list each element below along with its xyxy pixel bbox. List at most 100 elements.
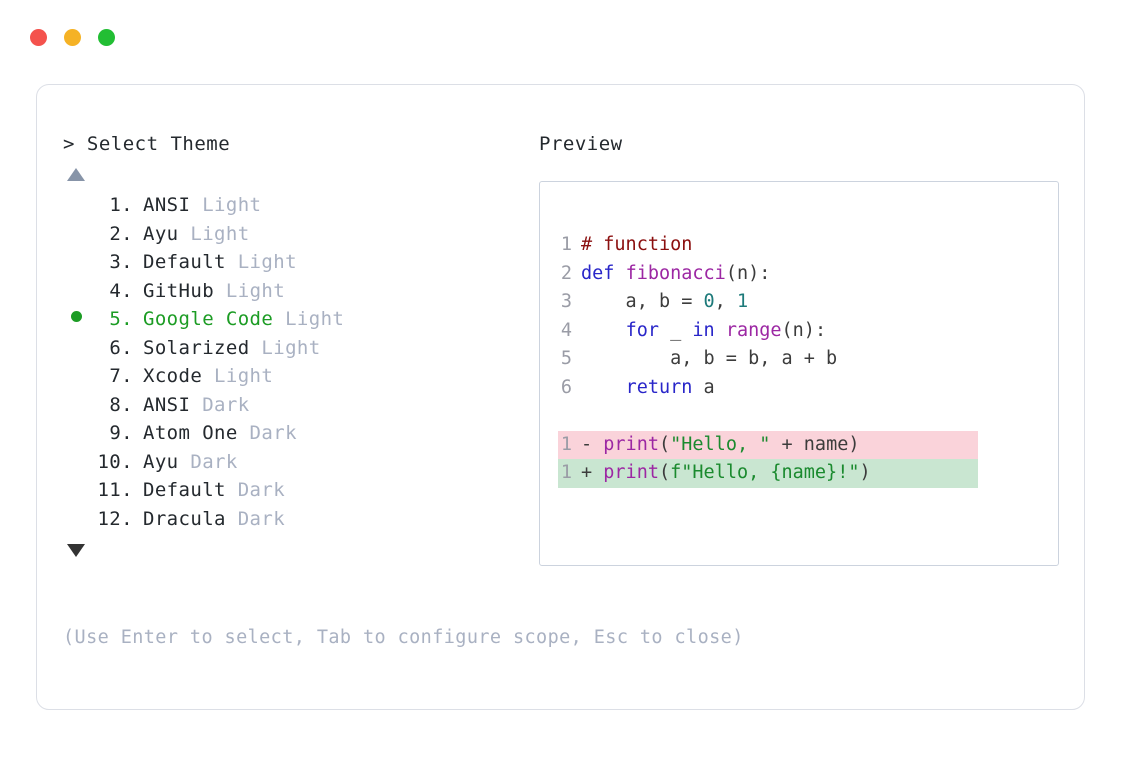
theme-list-item[interactable]: 8. ANSI Dark [63,391,533,420]
code-token-punct: ( [658,433,671,455]
code-spacer [558,402,1058,431]
theme-item-index: 3. [109,251,133,273]
theme-item-index: 5. [109,308,133,330]
scroll-up-arrow-icon[interactable] [67,168,85,181]
theme-item-name: Default [143,251,226,273]
theme-list-item[interactable]: 5.Google Code Light [63,305,533,334]
code-token-punct: (n): [781,319,827,341]
theme-item-variant: Light [178,222,250,245]
code-token-plain: a, b = b, a + b [581,348,838,369]
minimize-window-button[interactable] [64,29,81,46]
code-token-number: 0 [703,291,715,312]
theme-list-item[interactable]: 11.Default Dark [63,476,533,505]
code-token-plain: + name) [770,433,860,455]
theme-list-item[interactable]: 4.GitHub Light [63,277,533,306]
theme-list-item[interactable]: 7. Xcode Light [63,362,533,391]
theme-item-name: Dracula [143,507,226,530]
theme-item-index: 1. [109,194,133,216]
theme-item-variant: Dark [225,507,286,530]
theme-item-index: 10. [97,450,133,473]
theme-list-item[interactable]: 1. ANSI Light [63,191,533,220]
maximize-window-button[interactable] [98,29,115,46]
code-line-number: 1 [560,234,572,255]
code-line: 4 for _ in range(n): [558,317,978,346]
theme-item-index: 8. [109,393,133,416]
theme-item-index: 12. [97,507,133,530]
keyboard-hint: (Use Enter to select, Tab to configure s… [63,627,744,648]
diff-line-number: 1 [560,462,572,483]
code-token-string: f"Hello, {name}!" [670,462,860,483]
code-token-builtin: print [603,433,659,455]
theme-list-item[interactable]: 10. Ayu Dark [63,448,533,477]
code-line-number: 2 [560,262,572,284]
theme-item-variant: Light [202,365,274,387]
code-line-number: 3 [560,291,572,312]
code-token-keyword: for [625,319,659,341]
theme-list-item[interactable]: 12. Dracula Dark [63,505,533,534]
diff-line-removed: 1- print("Hello, " + name) [558,430,978,459]
theme-item-name: Ayu [143,450,179,473]
code-line-number: 6 [560,376,572,398]
theme-item-name: ANSI [143,194,191,216]
code-token-plain: , [714,291,737,312]
diff-line-added: 1 + print(f"Hello, {name}!") [558,459,978,488]
code-token-keyword: return [625,376,693,398]
window-traffic-lights [30,29,115,46]
theme-item-variant: Dark [237,422,297,444]
code-token-builtin: range [725,319,782,341]
code-line: 6 return a [558,374,978,403]
theme-item-index: 6. [109,336,133,359]
code-line: 3 a, b = 0, 1 [558,288,978,317]
theme-item-name: Default [143,479,226,501]
diff-sign: + [581,462,604,483]
theme-item-variant: Dark [178,450,238,473]
theme-item-name: Google Code [143,308,274,330]
theme-item-name: GitHub [143,279,215,302]
code-token-punct: ) [859,462,871,483]
preview-label: Preview [539,133,623,155]
code-token-plain: _ [658,319,693,341]
code-token-plain: a, b = [581,291,704,312]
selected-dot-icon [70,311,82,322]
theme-item-name: Solarized [143,336,250,359]
theme-item-index: 2. [109,222,133,245]
code-token-builtin: print [603,462,659,483]
code-line-number: 5 [560,348,572,369]
diff-sign: - [581,433,604,455]
diff-line-number: 1 [560,433,572,455]
theme-item-name: Ayu [143,222,179,245]
code-token-punct: (n): [725,262,771,284]
theme-list-item[interactable]: 9. Atom One Dark [63,419,533,448]
selection-bullet-slot [63,311,89,325]
scroll-down-arrow-icon[interactable] [67,544,85,557]
theme-item-variant: Light [225,251,297,273]
theme-list-item[interactable]: 6. Solarized Light [63,334,533,363]
code-token-plain [581,317,626,346]
code-line: 1# function [558,231,978,260]
close-window-button[interactable] [30,29,47,46]
theme-item-index: 7. [109,365,133,387]
code-token-func: fibonacci [625,262,726,284]
theme-item-variant: Dark [190,393,250,416]
theme-item-index: 9. [109,422,133,444]
theme-item-name: ANSI [143,393,191,416]
theme-item-index: 11. [97,479,133,501]
theme-item-name: Atom One [143,422,238,444]
theme-item-variant: Light [249,336,321,359]
code-token-number: 1 [736,291,749,312]
code-line-number: 4 [560,319,572,341]
theme-list-item[interactable]: 2. Ayu Light [63,220,533,249]
code-token-punct: ( [658,462,671,483]
code-token-plain [715,317,726,346]
theme-item-name: Xcode [143,365,203,387]
theme-list-item[interactable]: 3. Default Light [63,248,533,277]
theme-item-variant: Light [190,194,262,216]
theme-item-variant: Light [214,279,286,302]
